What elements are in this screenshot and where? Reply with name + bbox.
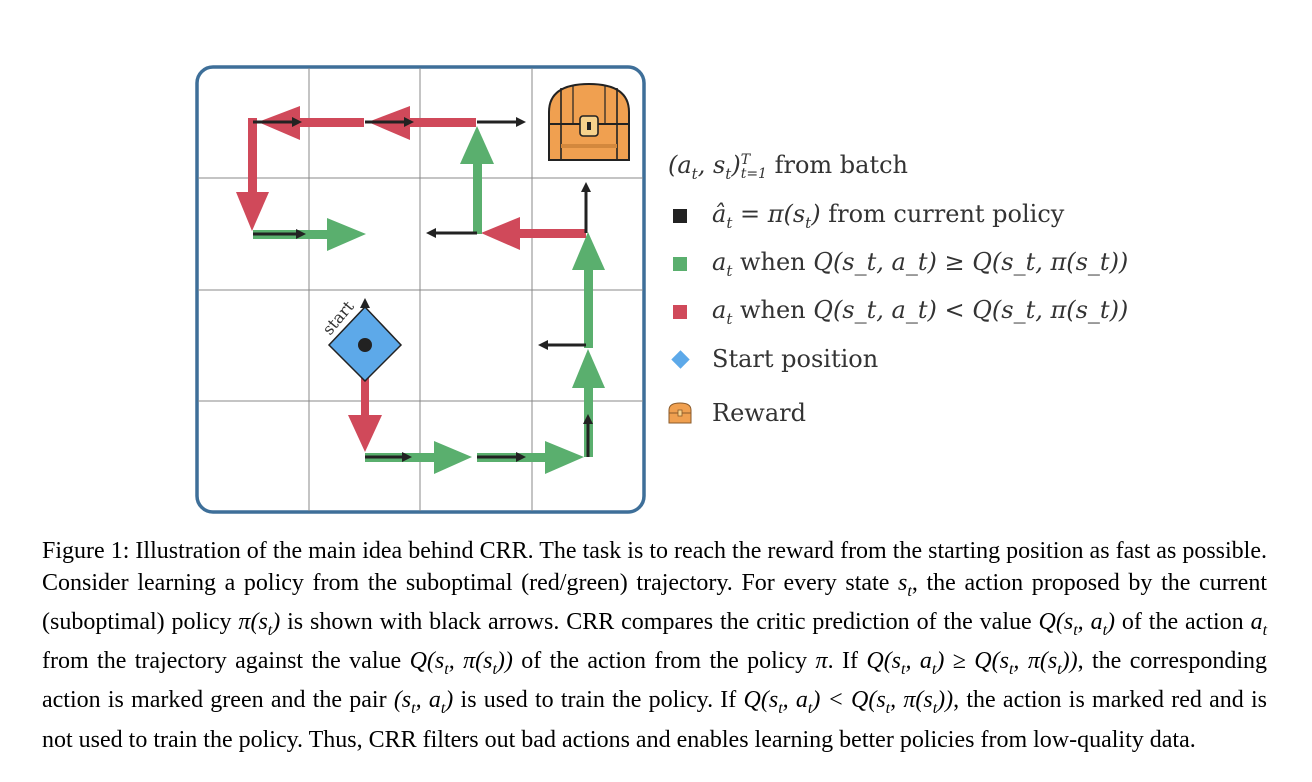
caption-part: t (1008, 660, 1014, 678)
caption-part: ) (445, 687, 454, 714)
caption-part: . If (827, 648, 867, 675)
black-square-icon (668, 204, 692, 228)
caption-part: t (1262, 621, 1268, 639)
caption-part: t (807, 700, 813, 718)
caption-part: is shown with black arrows. CRR compares… (280, 608, 1039, 635)
caption-part: t (440, 700, 446, 718)
legend-item-start: Start position (668, 339, 878, 379)
caption-part: ) < Q(s (812, 687, 886, 714)
caption-part: , a (1077, 608, 1103, 635)
green-arrow-up-2 (572, 232, 605, 348)
caption-part: is used to train the policy. If (453, 687, 744, 714)
caption-part: t (885, 700, 891, 718)
green-square-icon (668, 252, 692, 276)
caption-part: Q(s (866, 648, 902, 675)
legend-item-green: at when Q(s_t, a_t) ≥ Q(s_t, π(s_t)) (668, 244, 1128, 284)
caption-part: , π(s (1013, 648, 1058, 675)
caption-part: Q(s (409, 648, 445, 675)
caption-part: , the action proposed by the current (su… (42, 569, 1267, 635)
caption-part: t (1102, 621, 1108, 639)
treasure-chest-small-icon (668, 401, 692, 425)
caption-part: , π(s (890, 687, 933, 714)
caption-part: , π(s (448, 648, 493, 675)
caption-part: , a (782, 687, 808, 714)
red-square-icon (668, 300, 692, 324)
legend-item-red: at when Q(s_t, a_t) < Q(s_t, π(s_t)) (668, 292, 1128, 332)
legend-start-text: Start position (712, 345, 879, 373)
caption-part: Figure 1: Illustration of the main idea … (42, 538, 1267, 596)
caption-part: Q(s (1038, 608, 1074, 635)
caption-part: t (1073, 621, 1078, 639)
caption-part: t (492, 660, 497, 678)
grid-world-figure: start (195, 65, 646, 514)
caption-part: , the action is marked red and is not us… (42, 687, 1267, 753)
caption-part: t (411, 700, 416, 718)
caption-part: )) (1061, 648, 1078, 675)
caption-part: t (907, 582, 912, 600)
caption-part: t (931, 660, 937, 678)
caption-part: )) (937, 687, 954, 714)
legend-policy-text: ât = π(st) from current policy (712, 200, 1065, 232)
legend-red-text: at when Q(s_t, a_t) < Q(s_t, π(s_t)) (712, 296, 1129, 328)
legend-green-text: at when Q(s_t, a_t) ≥ Q(s_t, π(s_t)) (712, 248, 1129, 280)
red-arrow-left-down (236, 118, 269, 231)
caption-part: t (1057, 660, 1062, 678)
caption-part: of the action (1115, 608, 1251, 635)
caption-part: , a (905, 648, 932, 675)
red-arrow-left-row2 (481, 217, 586, 250)
caption-part: ) (272, 608, 281, 635)
treasure-chest-icon (548, 82, 630, 161)
caption-part: , a (415, 687, 441, 714)
caption-part: π (815, 648, 828, 675)
caption-part: of the action from the policy (512, 648, 816, 675)
green-arrow-up-col3 (460, 126, 494, 234)
caption-part: t (267, 621, 273, 639)
caption-part: , the corresponding action is marked gre… (42, 648, 1268, 714)
blue-diamond-icon (668, 347, 692, 371)
figure-caption: Figure 1: Illustration of the main idea … (42, 536, 1267, 756)
caption-part: )) (496, 648, 513, 675)
caption-part: from the trajectory against the value (42, 648, 410, 675)
legend-reward-text: Reward (712, 399, 806, 427)
start-dot (358, 338, 372, 352)
legend-item-policy: ât = π(st) from current policy (668, 196, 1064, 236)
caption-part: t (778, 700, 783, 718)
caption-part: t (444, 660, 449, 678)
caption-part: Q(s (743, 687, 779, 714)
legend-item-reward: Reward (668, 393, 806, 433)
caption-part: s (898, 569, 908, 596)
caption-part: ) ≥ Q(s (936, 648, 1009, 675)
caption-part: t (901, 660, 906, 678)
caption-part: a (1250, 608, 1263, 635)
caption-part: π(s (238, 608, 268, 635)
caption-part: ) (1107, 608, 1116, 635)
caption-part: (s (393, 687, 412, 714)
grid-lines (198, 68, 643, 511)
caption-part: t (932, 700, 938, 718)
trajectory-arrows (236, 106, 605, 474)
